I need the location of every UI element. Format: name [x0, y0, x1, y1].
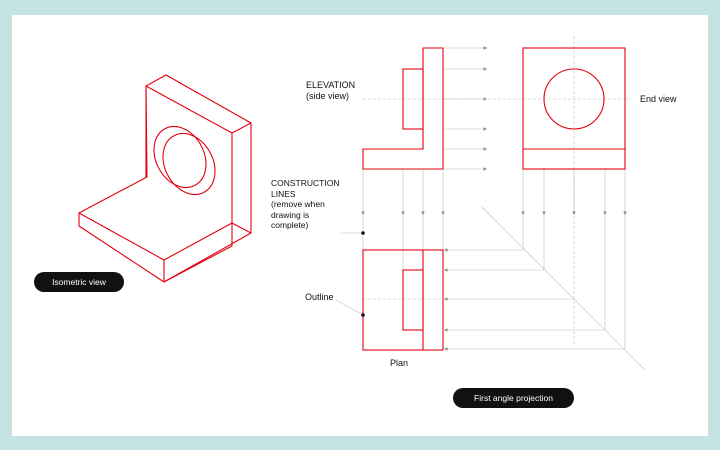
- construction-lines: [335, 36, 646, 371]
- construction-note-2: drawing is: [271, 209, 310, 220]
- diagram-card: [12, 15, 708, 436]
- construction-title: CONSTRUCTION: [271, 178, 340, 188]
- isometric-view-badge: Isometric view: [34, 272, 124, 292]
- outline-leader-dot: [361, 313, 365, 317]
- construction-title-2: LINES: [271, 188, 296, 199]
- construction-leader-dot: [361, 231, 365, 235]
- elevation-view: [362, 47, 444, 170]
- outline-label: Outline: [305, 292, 334, 302]
- construction-lines-label: CONSTRUCTION LINES (remove when drawing …: [271, 178, 339, 231]
- plan-label: Plan: [390, 358, 409, 368]
- construction-note-1: (remove when: [271, 199, 325, 209]
- elevation-title: ELEVATION: [306, 80, 356, 90]
- end-view-label: End view: [640, 94, 677, 104]
- end-view: [522, 47, 626, 170]
- first-angle-projection-badge: First angle projection: [453, 388, 574, 408]
- isometric-view: [78, 74, 252, 283]
- construction-note-3: complete): [271, 220, 309, 230]
- plan-view: [362, 249, 444, 351]
- elevation-subtitle: (side view): [306, 91, 350, 101]
- elevation-label: ELEVATION (side view): [306, 80, 355, 102]
